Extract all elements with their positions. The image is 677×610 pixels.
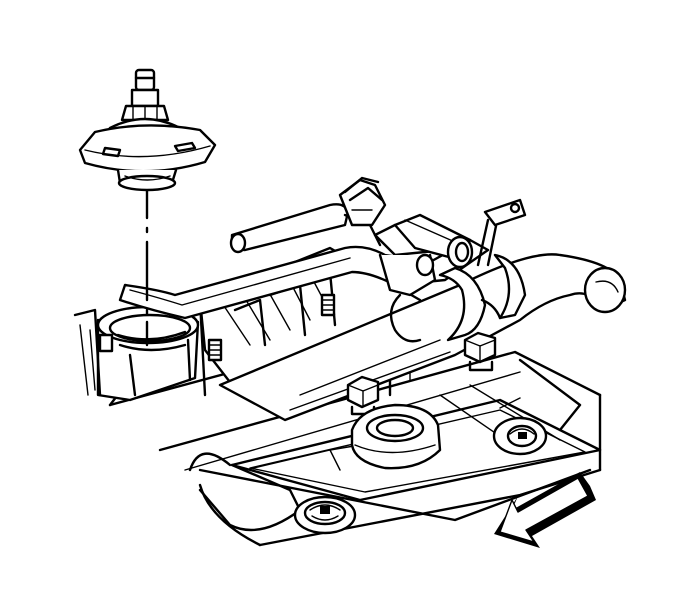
round-plug-icon [492, 416, 548, 456]
fill-neck-icon [350, 403, 442, 470]
front-direction-arrow-icon [494, 472, 596, 548]
hex-bolt-icon [463, 331, 497, 372]
coolant-pipe-icon [118, 176, 490, 320]
coolant-cap-icon [78, 68, 217, 192]
round-plug-icon [293, 495, 357, 535]
upper-hose-icon [218, 253, 627, 422]
pipe-bracket-icon [476, 198, 527, 267]
fill-neck-icon [73, 305, 200, 402]
